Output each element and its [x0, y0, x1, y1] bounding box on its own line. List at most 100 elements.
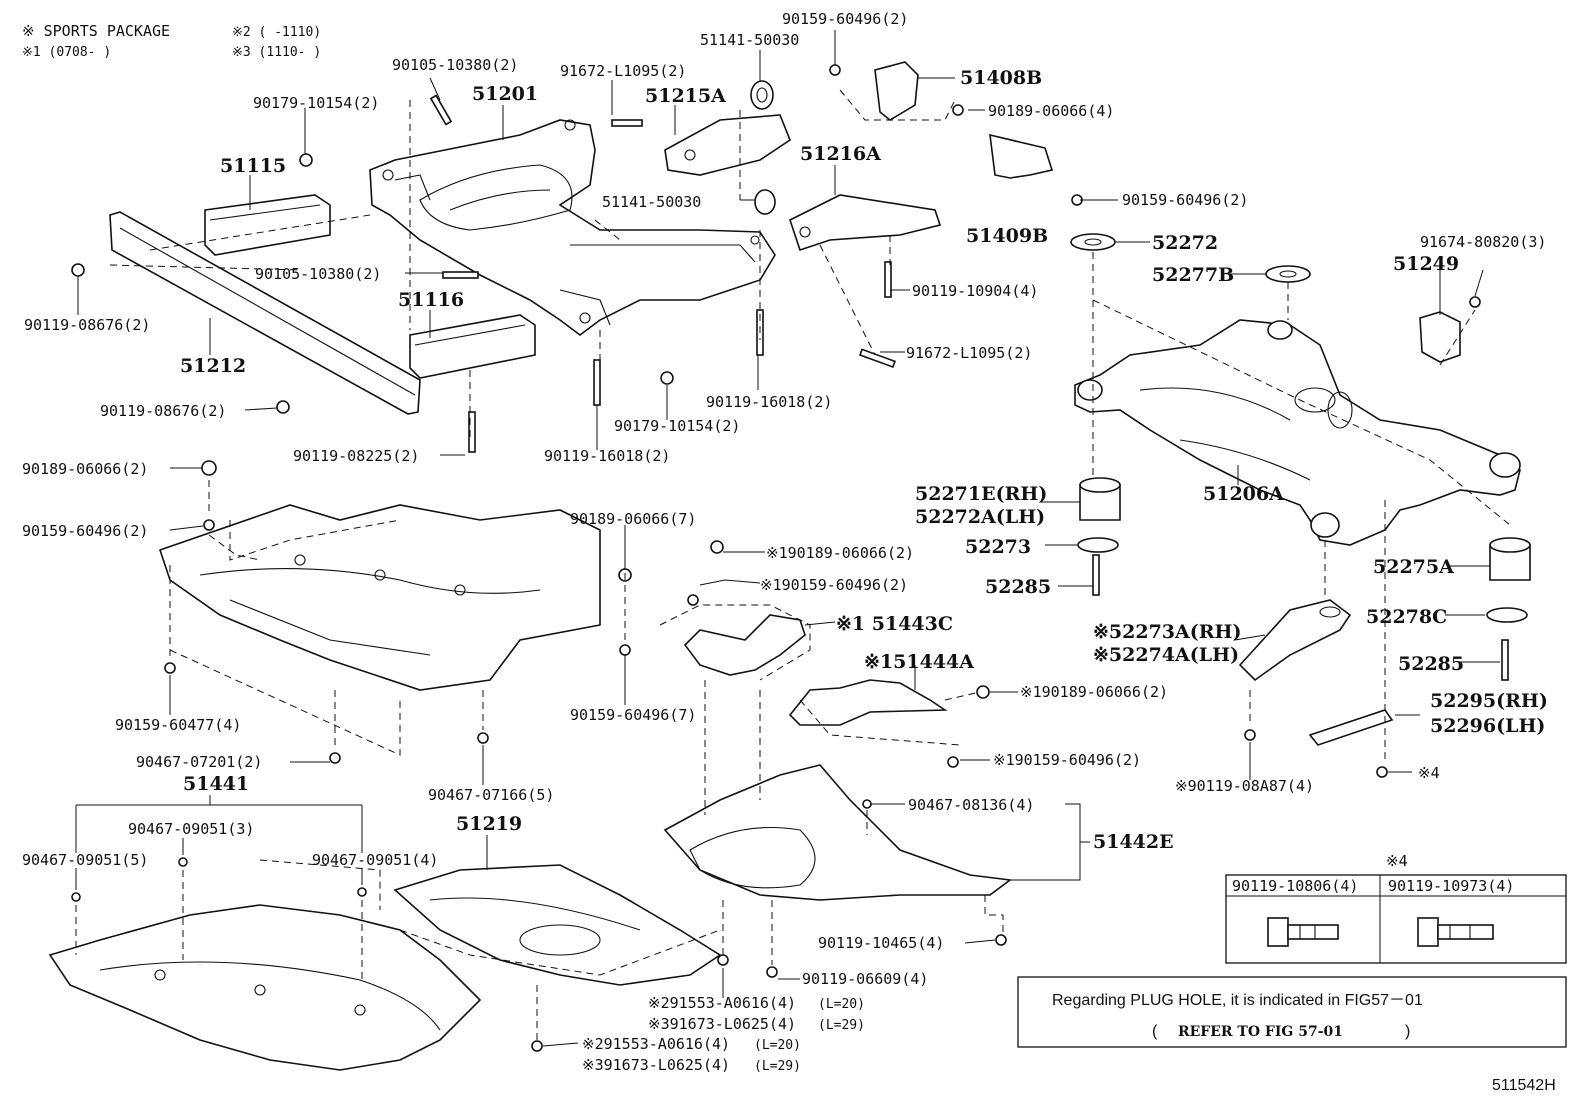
info-open-paren: ( — [1152, 1023, 1158, 1040]
part-51441: 51441 — [183, 773, 249, 795]
crossbar-51115-drawing — [204, 194, 331, 256]
note4-table — [1225, 874, 1567, 964]
part-90189-06066-2: 90189-06066(2) — [22, 460, 148, 478]
part-51116: 51116 — [398, 289, 464, 311]
part-51201: 51201 — [472, 83, 538, 105]
part-90179-10154-top: 90179-10154(2) — [253, 94, 379, 112]
bracket-51408B-drawing — [874, 61, 919, 121]
bracket-51215A-drawing — [664, 114, 791, 176]
part-90159-60496-7: 90159-60496(7) — [570, 706, 696, 724]
part-52296: 52296(LH) — [1430, 715, 1545, 737]
part-51141-50030-mid: 51141-50030 — [602, 193, 701, 211]
bushing-51141-mid-drawing — [754, 189, 776, 215]
part-51219: 51219 — [456, 813, 522, 835]
cover-51219-drawing — [393, 864, 722, 986]
part-91672-L1095-top: 91672-L1095(2) — [560, 62, 686, 80]
part-90105-10380-mid: 90105-10380(2) — [255, 265, 381, 283]
part-s1-90189-06066-b: ※190189-06066(2) — [1020, 683, 1168, 701]
part-90119-10465: 90119-10465(4) — [818, 934, 944, 952]
part-90159-60496-51409: 90159-60496(2) — [1122, 191, 1248, 209]
part-52285-top: 52285 — [985, 576, 1051, 598]
part-90159-60496-left: 90159-60496(2) — [22, 522, 148, 540]
part-51249: 51249 — [1393, 253, 1459, 275]
part-s52274A: ※52274A(LH) — [1093, 644, 1239, 666]
rear-crossmember-51206A-drawing — [1074, 319, 1521, 546]
figure-code: 511542H — [1492, 1077, 1556, 1094]
cover-51441-lower-drawing — [48, 904, 482, 1071]
note4-col1: 90119-10806(4) — [1232, 877, 1358, 895]
part-90105-10380-top: 90105-10380(2) — [392, 56, 518, 74]
part-51408B: 51408B — [960, 67, 1042, 89]
leader-lines — [75, 30, 1500, 1047]
bar-51212-drawing — [109, 211, 421, 415]
note4-title: ※4 — [1386, 852, 1408, 870]
part-91672-L1095-mid: 91672-L1095(2) — [906, 344, 1032, 362]
legend-sports-package: ※ SPORTS PACKAGE — [22, 22, 170, 40]
mount-52272-drawing — [1070, 233, 1116, 251]
legend-note2: ※2 ( -1110) — [232, 25, 321, 40]
cover-51443C-drawing — [683, 614, 806, 676]
bracket-51249-drawing — [1419, 311, 1461, 363]
bushing-51141-top-drawing — [750, 80, 774, 110]
bracket-52273A-drawing — [1238, 599, 1352, 682]
part-90467-08136: 90467-08136(4) — [908, 796, 1034, 814]
cover-51442E-drawing — [663, 764, 1013, 901]
legend-note1: ※1 (0708- ) — [22, 45, 111, 60]
part-90179-10154-bot: 90179-10154(2) — [614, 417, 740, 435]
part-52271E: 52271E(RH) — [915, 483, 1047, 505]
part-52275A: 52275A — [1373, 556, 1454, 578]
front-crossmember-51201-drawing — [369, 119, 776, 336]
info-refer-text: REFER TO FIG 57-01 — [1178, 1024, 1343, 1040]
part-s90119-08A87: ※90119-08A87(4) — [1175, 777, 1314, 795]
part-l29-a: (L=29) — [818, 1018, 865, 1033]
info-line1: Regarding PLUG HOLE, it is indicated in … — [1052, 992, 1423, 1009]
part-51442E: 51442E — [1093, 831, 1174, 853]
part-52272A: 52272A(LH) — [915, 506, 1045, 528]
part-90467-07166: 90467-07166(5) — [428, 786, 554, 804]
info-close-paren: ) — [1405, 1023, 1410, 1040]
part-90119-06609: 90119-06609(4) — [802, 970, 928, 988]
part-52278C: 52278C — [1366, 606, 1447, 628]
part-s1-51443C: ※1 51443C — [836, 613, 953, 635]
part-s2-91553-b: ※291553-A0616(4) — [582, 1035, 730, 1053]
part-90189-06066-4: 90189-06066(4) — [988, 102, 1114, 120]
part-52277B: 52277B — [1152, 264, 1234, 286]
part-90119-08676-bot: 90119-08676(2) — [100, 402, 226, 420]
part-s3-91673-a: ※391673-L0625(4) — [648, 1015, 796, 1033]
part-52273: 52273 — [965, 536, 1031, 558]
washer-52278C-drawing — [1486, 607, 1528, 623]
part-52295: 52295(RH) — [1430, 690, 1548, 712]
bushing-52271E-drawing — [1079, 477, 1121, 521]
part-90467-09051-4: 90467-09051(4) — [312, 851, 438, 869]
crossbar-51116-drawing — [409, 314, 536, 379]
bushing-52275A-drawing — [1489, 537, 1531, 581]
bolt-10973-drawing — [1417, 917, 1494, 947]
part-s4: ※4 — [1418, 764, 1440, 782]
part-90467-09051-5: 90467-09051(5) — [22, 851, 148, 869]
bracket-51216A-drawing — [789, 194, 942, 252]
note4-col2: 90119-10973(4) — [1388, 877, 1514, 895]
part-s1-51444A: ※151444A — [864, 651, 974, 673]
plug-hole-info-box — [1017, 976, 1567, 1048]
part-90119-10904: 90119-10904(4) — [912, 282, 1038, 300]
part-90119-16018-bot: 90119-16018(2) — [544, 447, 670, 465]
part-s52273A: ※52273A(RH) — [1093, 621, 1241, 643]
part-s1-90159-60496: ※190159-60496(2) — [760, 576, 908, 594]
part-s1-90189-06066: ※190189-06066(2) — [766, 544, 914, 562]
part-90119-16018-right: 90119-16018(2) — [706, 393, 832, 411]
legend-note3: ※3 (1110- ) — [232, 45, 321, 60]
dashed-guides — [75, 89, 1511, 1040]
part-51215A: 51215A — [645, 85, 726, 107]
part-90159-60477: 90159-60477(4) — [115, 716, 241, 734]
bolt-10806-drawing — [1267, 917, 1339, 947]
part-91674-80820: 91674-80820(3) — [1420, 233, 1546, 251]
part-52285-bot: 52285 — [1398, 653, 1464, 675]
part-l20-b: (L=20) — [754, 1038, 801, 1053]
cover-51444A-drawing — [788, 679, 948, 726]
part-s1-90159-60496-b: ※190159-60496(2) — [993, 751, 1141, 769]
part-l20-a: (L=20) — [818, 997, 865, 1012]
part-90119-08225: 90119-08225(2) — [293, 447, 419, 465]
part-51216A: 51216A — [800, 143, 881, 165]
